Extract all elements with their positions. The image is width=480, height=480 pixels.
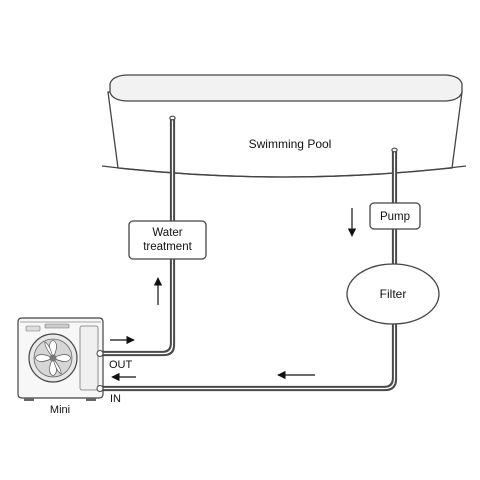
heat-pump-side-panel	[79, 325, 99, 391]
out-label: OUT	[109, 359, 133, 371]
pump-label: Pump	[380, 211, 410, 223]
fan-hub	[49, 354, 57, 362]
heat-pump-feet-right	[86, 398, 96, 401]
pool-rim	[109, 74, 463, 102]
pipe-network	[98, 115, 398, 392]
heat-pump-label: Mini	[50, 404, 70, 416]
filter: Filter	[346, 263, 440, 325]
heat-pump-grille	[25, 325, 41, 332]
return-pipe-core	[99, 118, 174, 355]
water-treatment-label-line1: Water	[152, 227, 182, 239]
fan-blades	[34, 339, 72, 377]
flow-arrows	[110, 208, 357, 382]
water-treatment-outline	[128, 220, 207, 260]
suction-pipe	[98, 148, 395, 389]
heat-pump-unit-icon	[17, 317, 104, 401]
pump-outline	[369, 202, 421, 230]
return-pipe-inlet	[169, 115, 176, 121]
return-pipe-inner	[98, 116, 176, 357]
water-treatment-box: Water treatment	[128, 220, 207, 260]
pool-floor-line	[101, 165, 467, 178]
heat-pump-out-port	[96, 350, 104, 357]
in-label: IN	[110, 393, 121, 405]
heat-pump-in-port	[96, 385, 104, 392]
return-pipe	[98, 116, 173, 354]
suction-pipe-outlet	[391, 147, 398, 153]
pool-label: Swimming Pool	[249, 137, 332, 151]
heat-pump-feet-left	[24, 398, 34, 401]
filter-outline	[346, 263, 440, 325]
filter-label: Filter	[380, 287, 407, 301]
pump-box: Pump	[369, 202, 421, 230]
pool-body	[107, 91, 463, 178]
water-treatment-label-line2: treatment	[143, 241, 192, 253]
suction-pipe-inner	[98, 148, 398, 392]
suction-pipe-core	[99, 150, 396, 390]
heat-pump-vent	[44, 323, 70, 329]
swimming-pool: Swimming Pool	[101, 74, 467, 178]
